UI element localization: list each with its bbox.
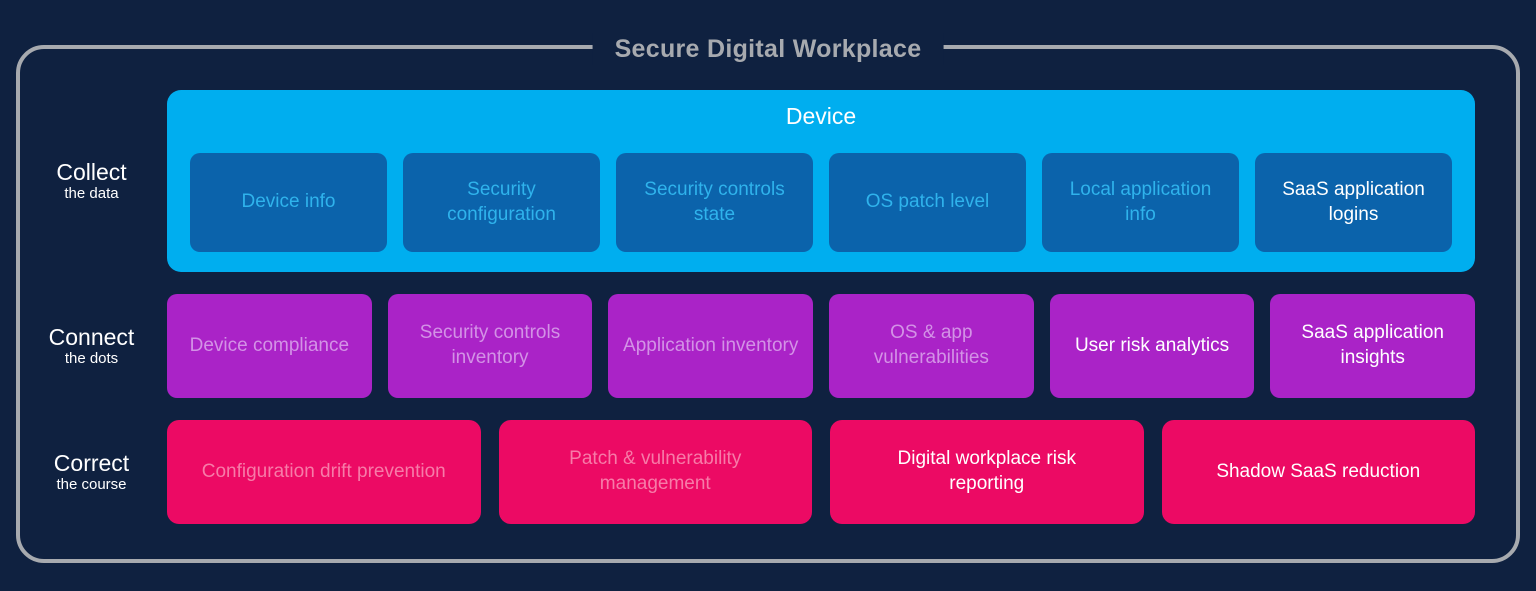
saas-application-logins-label: SaaS application logins [1282,178,1425,225]
os-patch-level-label: OS patch level [865,191,990,213]
os-patch-level-box: OS patch level [829,153,1026,252]
security-controls-inventory-label: Security controls inventory [419,322,561,368]
security-configuration-label: Security configuration [447,178,556,225]
row-label-connect: Connect the dots [16,324,167,368]
device-group-container: Device Device info Security configuratio… [167,90,1475,272]
application-inventory-box: Application inventory [608,294,814,398]
device-boxes-row: Device info Security configuration Secur… [190,153,1452,252]
collect-label: Collect [56,159,127,185]
digital-workplace-risk-reporting-box: Digital workplace risk reporting [830,420,1144,524]
configuration-drift-prevention-box: Configuration drift prevention [167,420,481,524]
collect-sublabel: the data [64,185,119,202]
saas-application-insights-box: SaaS application insights [1270,294,1476,398]
correct-label: Correct [53,450,130,476]
digital-workplace-risk-reporting-label: Digital workplace risk reporting [897,448,1076,494]
patch-vulnerability-management-box: Patch & vulnerability management [498,420,812,524]
correct-sublabel: the course [56,476,127,493]
security-controls-state-box: Security controls state [616,153,813,252]
patch-vulnerability-management-label: Patch & vulnerability management [569,448,742,494]
saas-application-logins-box: SaaS application logins [1255,153,1452,252]
connect-sublabel: the dots [64,350,119,367]
device-compliance-box: Device compliance [167,294,372,398]
saas-application-insights-label: SaaS application insights [1301,322,1444,368]
security-controls-state-label: Security controls state [644,178,785,225]
row-label-collect: Collect the data [16,159,167,203]
connect-label: Connect [48,324,135,350]
security-controls-inventory-box: Security controls inventory [387,294,593,398]
row-label-correct: Correct the course [16,450,167,494]
security-configuration-box: Security configuration [403,153,600,252]
configuration-drift-prevention-label: Configuration drift prevention [201,460,446,482]
local-application-info-label: Local application info [1069,178,1212,225]
correct-row: Configuration drift prevention Patch & v… [167,420,1475,524]
user-risk-analytics-label: User risk analytics [1074,334,1230,356]
application-inventory-label: Application inventory [623,334,799,356]
device-info-label: Device info [241,191,336,213]
user-risk-analytics-box: User risk analytics [1049,294,1255,398]
device-info-box: Device info [190,153,387,252]
device-compliance-label: Device compliance [189,334,350,356]
shadow-saas-reduction-label: Shadow SaaS reduction [1216,460,1421,482]
diagram-content: Device Device info Security configuratio… [167,90,1476,524]
diagram-frame: Secure Digital Workplace [16,33,1520,563]
os-app-vulnerabilities-label: OS & app vulnerabilities [873,322,989,368]
shadow-saas-reduction-box: Shadow SaaS reduction [1161,420,1475,524]
local-application-info-box: Local application info [1042,153,1239,252]
connect-row: Device compliance Security controls inve… [167,294,1476,398]
diagram-title: Secure Digital Workplace [592,33,944,65]
os-app-vulnerabilities-box: OS & app vulnerabilities [829,294,1034,398]
device-group-title: Device [785,103,857,129]
